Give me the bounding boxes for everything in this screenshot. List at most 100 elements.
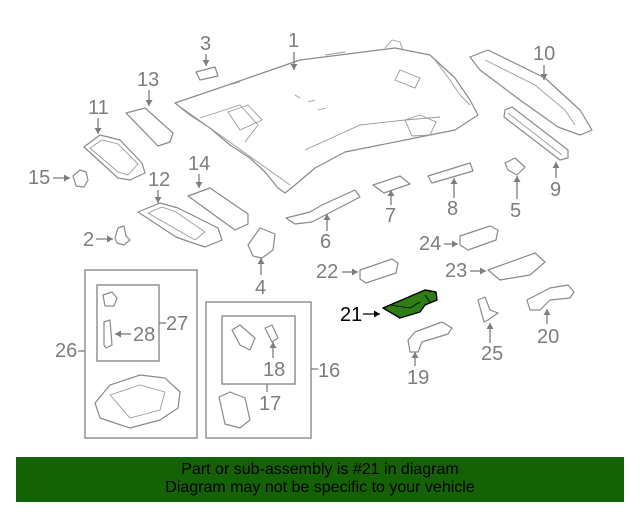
callout-7[interactable]: 7 <box>385 190 396 227</box>
callout-3[interactable]: 3 <box>200 33 211 66</box>
part-20[interactable] <box>526 284 575 311</box>
callout-label[interactable]: 9 <box>550 179 561 201</box>
callout-10[interactable]: 10 <box>533 43 555 80</box>
callout-label[interactable]: 23 <box>445 260 467 282</box>
callout-26[interactable]: 26 <box>55 340 85 362</box>
callout-label[interactable]: 14 <box>188 153 210 175</box>
callout-label[interactable]: 6 <box>320 231 331 253</box>
callout-label[interactable]: 26 <box>55 340 77 362</box>
arrowhead-icon <box>145 100 153 106</box>
part-14[interactable] <box>187 187 249 231</box>
callout-5[interactable]: 5 <box>510 176 521 222</box>
callout-label[interactable]: 16 <box>318 360 340 382</box>
callout-27[interactable]: 27 <box>159 313 188 335</box>
callout-label[interactable]: 11 <box>88 97 109 119</box>
arrowhead-icon <box>387 190 395 196</box>
arrowhead-icon <box>290 64 298 70</box>
part-9[interactable] <box>503 106 569 161</box>
arrowhead-icon <box>352 268 358 276</box>
part-12[interactable] <box>137 202 223 248</box>
callout-label[interactable]: 12 <box>148 169 170 191</box>
callout-13[interactable]: 13 <box>137 69 159 106</box>
part-4[interactable] <box>247 227 276 259</box>
callout-label[interactable]: 19 <box>407 367 429 389</box>
callout-label[interactable]: 21 <box>340 304 362 326</box>
callout-label[interactable]: 4 <box>255 277 266 299</box>
part-23[interactable] <box>487 252 546 281</box>
callout-label[interactable]: 8 <box>447 198 458 220</box>
callout-label[interactable]: 25 <box>481 343 503 365</box>
callout-19[interactable]: 19 <box>407 352 429 389</box>
callout-17[interactable]: 17 <box>259 384 281 415</box>
part-13[interactable] <box>125 107 174 147</box>
part-2[interactable] <box>114 225 131 246</box>
callout-25[interactable]: 25 <box>481 323 503 365</box>
part-22[interactable] <box>359 258 399 284</box>
callout-label[interactable]: 27 <box>166 313 188 335</box>
callout-label[interactable]: 28 <box>133 324 155 346</box>
callout-label[interactable]: 17 <box>259 393 281 415</box>
footer-banner: Part or sub-assembly is #21 in diagram D… <box>16 457 624 502</box>
callout-12[interactable]: 12 <box>148 169 170 203</box>
part-17-bulbs[interactable] <box>231 324 279 351</box>
callout-label[interactable]: 13 <box>137 69 159 91</box>
callout-4[interactable]: 4 <box>255 258 266 299</box>
callout-label[interactable]: 22 <box>316 261 338 283</box>
part-10[interactable] <box>469 49 593 136</box>
part-15[interactable] <box>72 169 89 188</box>
callout-label[interactable]: 18 <box>263 359 285 381</box>
part-7[interactable] <box>372 175 411 194</box>
callout-1[interactable]: 1 <box>288 30 299 70</box>
callout-label[interactable]: 5 <box>510 200 521 222</box>
callout-label[interactable]: 3 <box>200 33 211 55</box>
callout-28[interactable]: 28 <box>115 324 155 346</box>
arrowhead-icon <box>374 310 380 318</box>
part-3[interactable] <box>195 66 219 81</box>
part-16-lamp[interactable] <box>218 391 251 429</box>
callout-label[interactable]: 24 <box>419 233 441 255</box>
part-26-lamp[interactable] <box>94 374 181 429</box>
callout-label[interactable]: 1 <box>288 30 299 52</box>
callout-label[interactable]: 2 <box>83 229 94 251</box>
part-5[interactable] <box>504 157 526 176</box>
callout-label[interactable]: 10 <box>533 43 555 65</box>
part-24[interactable] <box>459 225 499 251</box>
callout-9[interactable]: 9 <box>550 162 561 201</box>
arrowhead-icon <box>452 240 458 248</box>
callout-label[interactable]: 7 <box>385 205 396 227</box>
part-21-highlighted[interactable] <box>382 289 438 319</box>
callout-14[interactable]: 14 <box>188 153 210 188</box>
callout-20[interactable]: 20 <box>537 309 559 348</box>
arrowhead-icon <box>543 309 551 315</box>
part-1-headliner[interactable] <box>174 39 479 194</box>
callout-label[interactable]: 20 <box>537 326 559 348</box>
arrowhead-icon <box>154 197 162 203</box>
callout-8[interactable]: 8 <box>447 178 458 220</box>
callout-18[interactable]: 18 <box>263 342 285 381</box>
arrowhead-icon <box>115 330 121 338</box>
arrowhead-icon <box>269 342 277 348</box>
callout-label[interactable]: 15 <box>28 167 50 189</box>
part-19[interactable] <box>407 321 453 353</box>
callout-22[interactable]: 22 <box>316 261 358 283</box>
arrowhead-icon <box>540 74 548 80</box>
callout-24[interactable]: 24 <box>419 233 458 255</box>
callout-11[interactable]: 11 <box>88 97 109 134</box>
part-8[interactable] <box>427 162 474 184</box>
footer-line-2: Diagram may not be specific to your vehi… <box>165 479 475 496</box>
part-25[interactable] <box>477 296 499 323</box>
arrowhead-icon <box>486 323 494 329</box>
callout-2[interactable]: 2 <box>83 229 113 251</box>
part-6[interactable] <box>285 189 361 225</box>
callout-16[interactable]: 16 <box>311 360 340 382</box>
callout-15[interactable]: 15 <box>28 167 70 189</box>
part-11[interactable] <box>83 134 146 181</box>
part-28-area[interactable] <box>102 291 118 349</box>
arrowhead-icon <box>450 178 458 184</box>
arrowhead-icon <box>94 128 102 134</box>
footer-line-1: Part or sub-assembly is #21 in diagram <box>181 461 459 478</box>
callout-6[interactable]: 6 <box>320 214 331 253</box>
callout-23[interactable]: 23 <box>445 260 486 282</box>
group-box-17 <box>221 315 296 385</box>
callout-21[interactable]: 21 <box>340 304 380 326</box>
